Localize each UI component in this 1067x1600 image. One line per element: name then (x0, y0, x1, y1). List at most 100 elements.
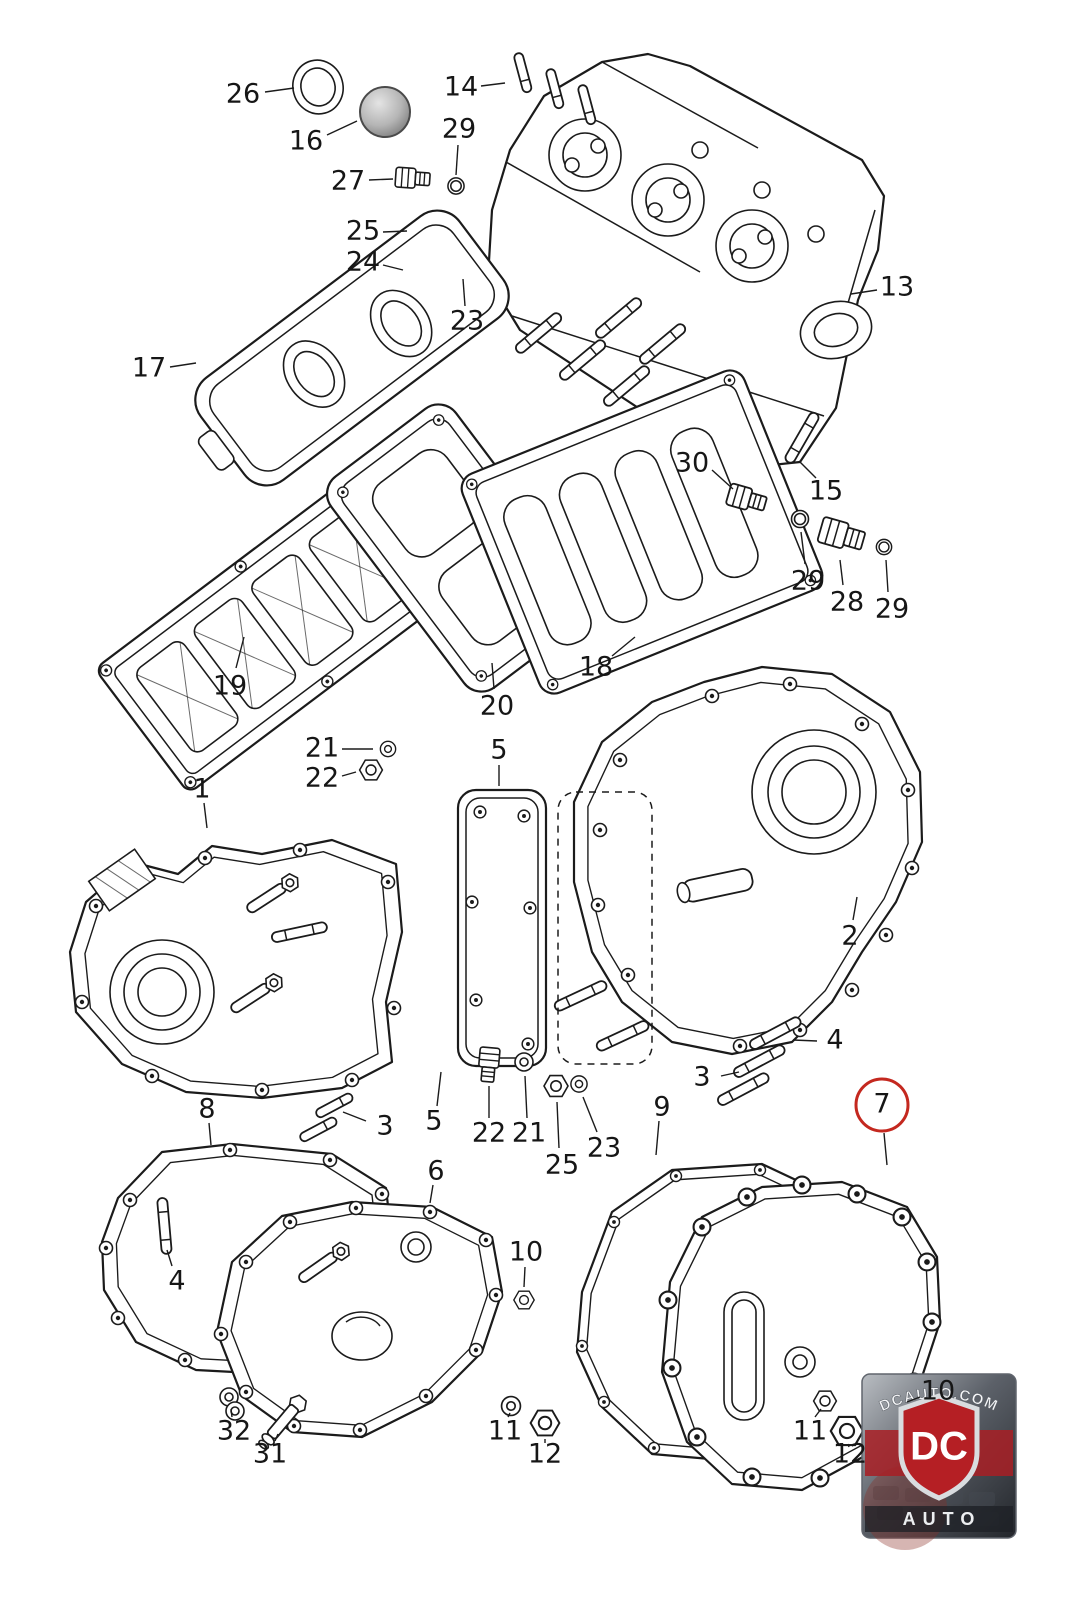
leader-line-28-13 (839, 559, 844, 586)
leader-line-2-22 (852, 896, 858, 921)
washer-part-23b (570, 1075, 588, 1093)
leader-line-10-35 (523, 1266, 526, 1288)
callout-7-34: 7 (873, 1089, 890, 1120)
callout-21-29: 21 (512, 1118, 546, 1149)
leader-line-14-4 (480, 82, 506, 87)
ring-part-29c (875, 538, 893, 556)
callout-17-9: 17 (132, 353, 166, 384)
cap-part-16 (359, 86, 411, 138)
leader-line-29-14 (885, 559, 889, 593)
leader-line-20-16 (491, 662, 495, 690)
callout-5-20: 5 (490, 735, 507, 766)
callout-9-32: 9 (653, 1092, 670, 1123)
nut-part-25b (543, 1074, 569, 1098)
logo-band-bg (865, 1506, 1013, 1532)
leader-line-1-21 (203, 802, 208, 829)
callout-4-36: 4 (168, 1266, 185, 1297)
callout-25-5: 25 (346, 216, 380, 247)
callout-30-10: 30 (675, 448, 709, 479)
callout-14-4: 14 (444, 72, 478, 103)
leader-line-4-36 (166, 1249, 173, 1267)
leader-line-25-5 (382, 230, 408, 233)
callout-5-27: 5 (425, 1106, 442, 1137)
callout-10-35: 10 (509, 1237, 543, 1268)
gasket-part-5 (456, 788, 548, 1068)
leader-line-3-26 (342, 1111, 367, 1122)
leader-line-27-2 (368, 178, 394, 181)
callout-32-37: 32 (217, 1416, 251, 1447)
leader-line-9-32 (655, 1120, 660, 1156)
callout-27-2: 27 (331, 166, 365, 197)
leader-line-21-29 (524, 1075, 528, 1119)
leader-line-15-11 (798, 460, 817, 479)
cylinder-head-part (486, 51, 886, 470)
callout-3-26: 3 (376, 1111, 393, 1142)
gasket-5-ghost-outline (557, 791, 653, 1065)
callout-11-41: 11 (793, 1416, 827, 1447)
callout-29-3: 29 (442, 114, 476, 145)
callout-10-43: 10 (921, 1376, 955, 1407)
bolt-part-31 (258, 1394, 308, 1450)
ring-part-29b (790, 509, 810, 529)
callout-13-8: 13 (880, 272, 914, 303)
leader-line-13-8 (850, 289, 878, 295)
watermark-logo: DCAUTO.COM DC AUTO (861, 1373, 1017, 1550)
leader-line-7-34 (883, 1132, 888, 1166)
nut-part-10a (513, 1290, 535, 1310)
leader-line-19-15 (235, 636, 245, 669)
callout-16-1: 16 (289, 126, 323, 157)
callout-4-23: 4 (826, 1025, 843, 1056)
plug-part-22b (476, 1045, 501, 1084)
leader-line-6-33 (429, 1184, 434, 1204)
chain-cover-part-2 (552, 665, 924, 1056)
leader-line-23-7 (462, 278, 466, 307)
washer-part-11a (500, 1395, 522, 1417)
callout-12-40: 12 (528, 1439, 562, 1470)
cover-part-7 (658, 1175, 942, 1492)
logo-shield-text: DC (910, 1425, 968, 1469)
leader-line-17-9 (169, 362, 197, 368)
callout-28-13: 28 (830, 587, 864, 618)
combustion-chamber-bores (548, 118, 789, 283)
leader-line-32-37 (230, 1408, 233, 1418)
callout-24-6: 24 (346, 247, 380, 278)
callout-21-18: 21 (305, 733, 339, 764)
leader-line-11-39 (507, 1412, 511, 1418)
leader-line-16-1 (326, 120, 358, 136)
nut-part-11b (812, 1390, 838, 1412)
callout-18-17: 18 (579, 652, 613, 683)
callout-19-15: 19 (213, 671, 247, 702)
leader-line-8-25 (208, 1122, 212, 1146)
callout-11-39: 11 (488, 1416, 522, 1447)
plug-part-27 (394, 166, 432, 191)
leader-line-18-17 (611, 636, 636, 657)
leader-line-31-38 (274, 1433, 279, 1442)
callout-23-31: 23 (587, 1133, 621, 1164)
studs-part-3b (297, 1091, 356, 1144)
seal-ring-part-26 (292, 59, 344, 115)
callout-3-24: 3 (693, 1062, 710, 1093)
nut-part-12a (529, 1409, 561, 1437)
leader-line-23-31 (582, 1096, 598, 1133)
callout-29-12: 29 (791, 566, 825, 597)
leader-line-12-42 (847, 1443, 850, 1448)
callout-12-42: 12 (833, 1439, 867, 1470)
leader-line-3-24 (720, 1071, 740, 1077)
callout-2-22: 2 (841, 921, 858, 952)
leader-line-22-19 (341, 771, 357, 777)
plug-part-28 (816, 515, 868, 555)
callout-15-11: 15 (809, 476, 843, 507)
callout-22-19: 22 (305, 763, 339, 794)
logo-band-text: AUTO (903, 1509, 982, 1529)
leader-line-30-10 (711, 469, 734, 490)
leader-line-11-41 (814, 1408, 822, 1418)
callout-22-28: 22 (472, 1118, 506, 1149)
leader-line-10-43 (906, 1396, 921, 1403)
callout-31-38: 31 (253, 1439, 287, 1470)
leader-line-26-0 (264, 87, 295, 93)
washer-part-21a (379, 740, 397, 758)
leader-line-25-30 (556, 1101, 560, 1149)
head-end-flange (799, 300, 873, 360)
